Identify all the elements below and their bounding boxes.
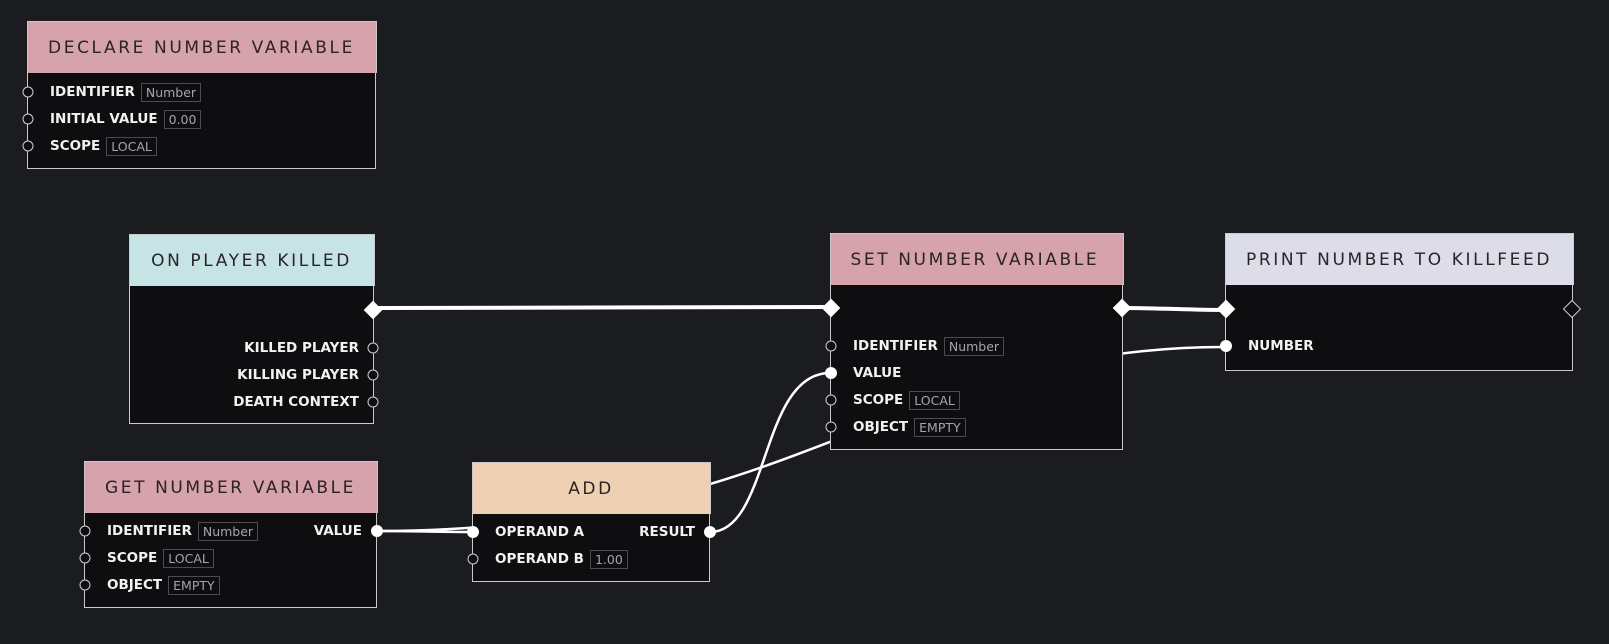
object-value-field[interactable]: EMPTY [914,417,966,437]
pin-label: INITIAL VALUE [50,111,158,127]
operand-a-input-port[interactable] [467,526,479,538]
pin-label: IDENTIFIER [107,523,192,539]
identifier-input-port[interactable] [825,340,837,352]
pin-label: SCOPE [50,138,101,154]
pin-label: OPERAND B [495,551,584,567]
identifier-value-field[interactable]: Number [943,336,1005,356]
exec-input-port[interactable] [821,298,841,318]
object-pin: OBJECT EMPTY [107,575,220,595]
value-output-port[interactable] [371,525,383,537]
death-context-pin: DEATH CONTEXT [233,392,359,412]
pin-label: DEATH CONTEXT [233,394,359,410]
print-number-to-killfeed-node[interactable]: PRINT NUMBER TO KILLFEED NUMBER [1216,233,1582,371]
initial-value-field[interactable]: 0.00 [163,109,202,129]
operand-b-input-port[interactable] [467,553,479,565]
node-title: ON PLAYER KILLED [128,234,375,286]
pin-label: VALUE [853,365,902,381]
value-pin: VALUE [853,363,901,383]
scope-value-field[interactable]: LOCAL [909,390,960,410]
exec-wire-set-to-print [1120,306,1225,312]
node-title: PRINT NUMBER TO KILLFEED [1224,233,1574,285]
identifier-pin: IDENTIFIER Number [107,521,259,541]
pin-label: SCOPE [853,392,904,408]
killed-player-output-port[interactable] [367,342,379,354]
wire-getvalue-to-operand-a [376,529,472,534]
number-pin: NUMBER [1248,336,1314,356]
set-number-variable-node[interactable]: SET NUMBER VARIABLE IDENTIFIER Number VA… [821,233,1132,450]
add-node[interactable]: ADD OPERAND A OPERAND B 1.00 RESULT [467,462,716,582]
pin-label: VALUE [313,523,362,539]
pin-label: KILLING PLAYER [237,367,359,383]
node-title: ADD [471,462,711,514]
pin-label: SCOPE [107,550,158,566]
exec-output-port[interactable] [1112,298,1132,318]
operand-a-pin: OPERAND A [495,522,584,542]
value-output-pin: VALUE [314,521,362,541]
identifier-value-field[interactable]: Number [140,82,202,102]
object-input-port[interactable] [79,579,91,591]
identifier-input-port[interactable] [79,525,91,537]
pin-label: IDENTIFIER [50,84,135,100]
killing-player-pin: KILLING PLAYER [237,365,359,385]
object-pin: OBJECT EMPTY [853,417,966,437]
scope-value-field[interactable]: LOCAL [106,136,157,156]
exec-wire-killed-to-set [371,305,830,310]
pin-label: OBJECT [107,577,163,593]
identifier-pin: IDENTIFIER Number [853,336,1005,356]
on-player-killed-node[interactable]: ON PLAYER KILLED KILLED PLAYER KILLING P… [128,234,383,424]
exec-output-port[interactable] [363,300,383,320]
operand-b-value-field[interactable]: 1.00 [589,549,628,569]
initial-value-input-port[interactable] [22,113,34,125]
declare-number-variable-node[interactable]: DECLARE NUMBER VARIABLE IDENTIFIER Numbe… [22,21,377,169]
object-input-port[interactable] [825,421,837,433]
value-input-port[interactable] [825,367,837,379]
scope-value-field[interactable]: LOCAL [163,548,214,568]
result-output-pin: RESULT [639,522,695,542]
scope-input-port[interactable] [825,394,837,406]
identifier-input-port[interactable] [22,86,34,98]
node-title: DECLARE NUMBER VARIABLE [26,21,377,73]
wire-result-to-set-value [709,371,831,534]
pin-label: RESULT [639,524,695,540]
pin-label: OBJECT [853,419,909,435]
scope-pin: SCOPE LOCAL [50,136,157,156]
pin-label: NUMBER [1248,338,1314,354]
scope-input-port[interactable] [79,552,91,564]
killed-player-pin: KILLED PLAYER [244,338,359,358]
result-output-port[interactable] [704,526,716,538]
operand-b-pin: OPERAND B 1.00 [495,549,628,569]
identifier-value-field[interactable]: Number [197,521,259,541]
scope-input-port[interactable] [22,140,34,152]
exec-input-port[interactable] [1216,299,1236,319]
pin-label: IDENTIFIER [853,338,938,354]
number-input-port[interactable] [1220,340,1232,352]
get-number-variable-node[interactable]: GET NUMBER VARIABLE IDENTIFIER Number SC… [79,461,383,608]
object-value-field[interactable]: EMPTY [168,575,220,595]
killing-player-output-port[interactable] [367,369,379,381]
initial-value-pin: INITIAL VALUE 0.00 [50,109,202,129]
scope-pin: SCOPE LOCAL [107,548,214,568]
pin-label: OPERAND A [495,524,585,540]
node-title: GET NUMBER VARIABLE [83,461,378,513]
exec-output-port[interactable] [1562,299,1582,319]
identifier-pin: IDENTIFIER Number [50,82,202,102]
scope-pin: SCOPE LOCAL [853,390,960,410]
node-title: SET NUMBER VARIABLE [829,233,1124,285]
death-context-output-port[interactable] [367,396,379,408]
pin-label: KILLED PLAYER [244,340,359,356]
